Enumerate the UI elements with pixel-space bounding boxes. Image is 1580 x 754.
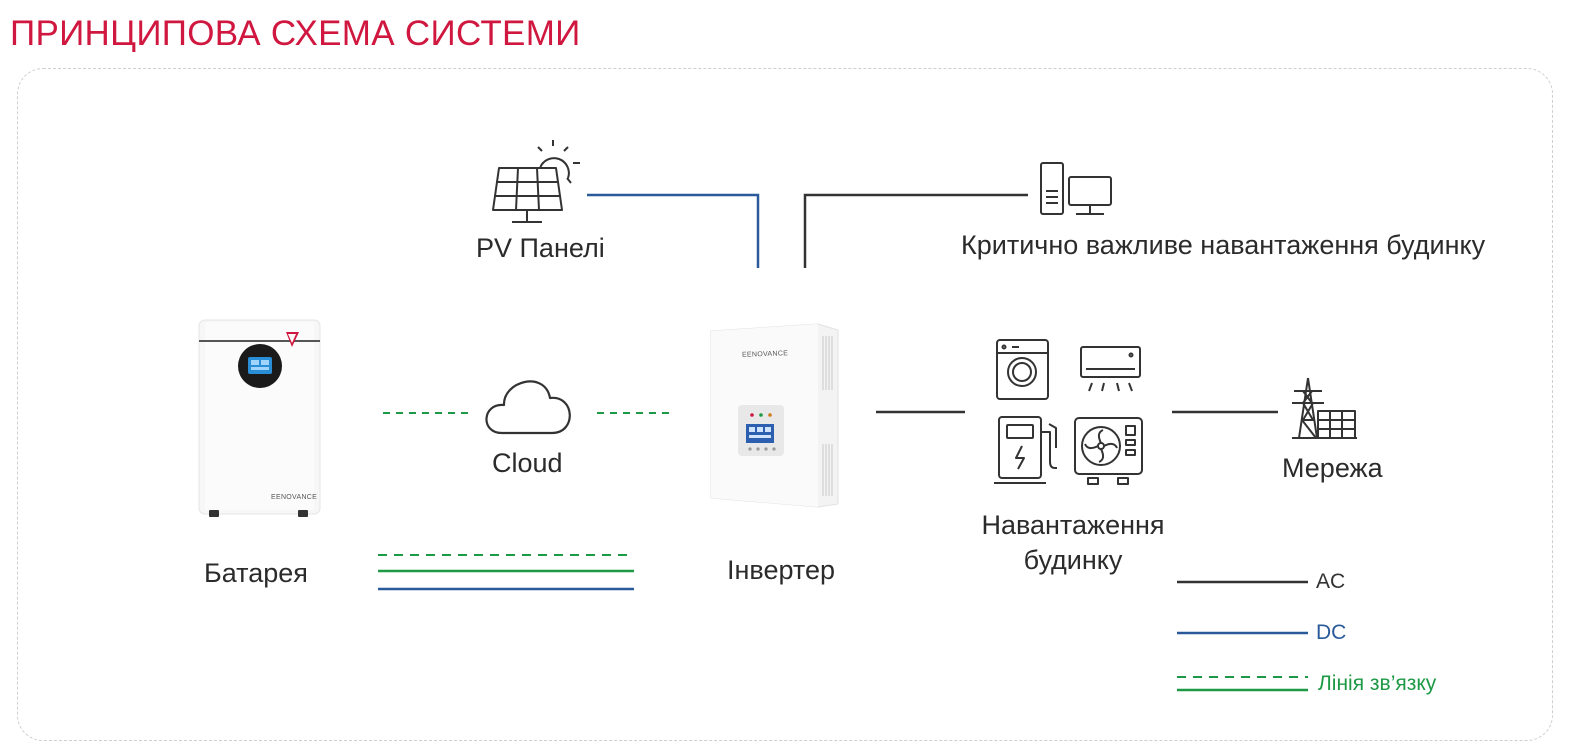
cloud-icon bbox=[485, 380, 571, 435]
ev-charger-icon bbox=[994, 416, 1057, 484]
heat-pump-icon bbox=[1074, 417, 1143, 485]
battery-unit-image bbox=[198, 319, 321, 517]
diagram-frame bbox=[17, 68, 1553, 741]
legend-dc-label: DC bbox=[1316, 621, 1347, 644]
pv-panels-label: PV Панелі bbox=[476, 233, 605, 263]
computer-icon bbox=[1040, 162, 1112, 215]
solar-panel-icon bbox=[492, 140, 580, 223]
critical-load-label: Критично важливе навантаження будинку bbox=[961, 230, 1486, 260]
cloud-label: Cloud bbox=[492, 448, 563, 478]
home-load-label: Навантаження будинку bbox=[981, 510, 1165, 575]
inverter-unit-image bbox=[710, 323, 839, 508]
grid-label: Мережа bbox=[1282, 453, 1383, 483]
page-title: ПРИНЦИПОВА СХЕМА СИСТЕМИ bbox=[10, 14, 581, 53]
power-grid-icon bbox=[1292, 377, 1357, 439]
critical-load-ac-line bbox=[803, 193, 1028, 268]
battery-label: Батарея bbox=[204, 558, 308, 588]
pv-dc-line bbox=[587, 193, 760, 268]
washing-machine-icon bbox=[996, 339, 1049, 400]
battery-inverter-cables bbox=[378, 554, 634, 591]
inverter-label: Інвертер bbox=[727, 555, 835, 585]
battery-logo: EENOVANCE bbox=[271, 494, 318, 501]
legend-comm-label: Лінія зв’язку bbox=[1318, 672, 1437, 695]
air-conditioner-icon bbox=[1080, 346, 1141, 392]
legend-ac-label: AC bbox=[1316, 570, 1346, 593]
